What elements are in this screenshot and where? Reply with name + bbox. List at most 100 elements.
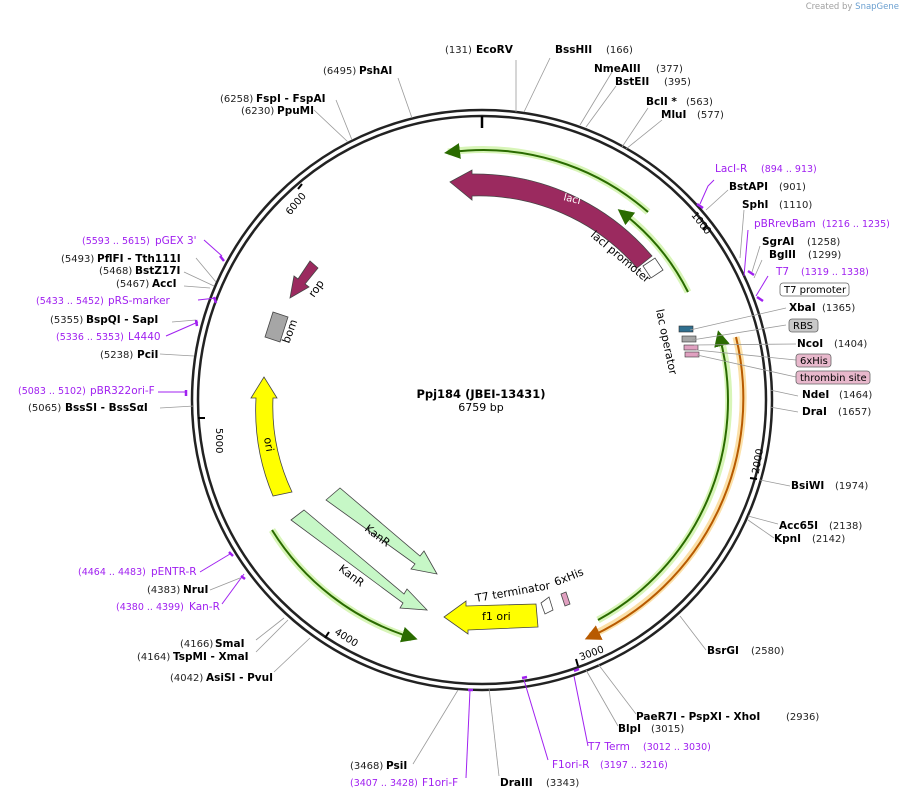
credit-prefix: Created by xyxy=(805,2,853,12)
enzyme-ndei: NdeI xyxy=(802,389,829,401)
primer-leaders xyxy=(158,179,769,779)
enzyme-pos-sgrai: (1258) xyxy=(807,237,840,248)
primer-t7: T7 xyxy=(775,266,789,278)
enzyme-fspi-fspai: FspI - FspAI xyxy=(256,93,326,105)
box-label-thrombin-site: thrombin site xyxy=(800,373,867,384)
feature-lacI xyxy=(449,169,653,269)
primer-range-kan-r: (4380 .. 4399) xyxy=(116,602,184,613)
enzyme-bcli: BclI * xyxy=(646,96,677,108)
enzyme-bstapi: BstAPI xyxy=(729,181,768,193)
enzyme-kpni: KpnI xyxy=(774,533,801,545)
orf-arc-4-glow xyxy=(588,336,747,640)
tick-label-2000: 2000 xyxy=(751,448,766,475)
enzyme-pos-bsrgi: (2580) xyxy=(751,646,784,657)
feature-t7-terminator xyxy=(540,596,554,615)
primer-range-t7-term: (3012 .. 3030) xyxy=(643,742,711,753)
primer-range-t7: (1319 .. 1338) xyxy=(801,267,869,278)
primer-range-f1ori-f: (3407 .. 3428) xyxy=(350,778,418,789)
feature-label-lacI: lacI xyxy=(562,192,582,207)
feature-label-lac-operator: lac operator xyxy=(653,308,680,376)
box-t7-promoter xyxy=(779,282,850,297)
enzyme-labels: (131) EcoRV BssHII (166) NmeAIII (377) B… xyxy=(28,44,872,789)
enzyme-pos-bsteii: (395) xyxy=(664,77,691,88)
tick-label-3000: 3000 xyxy=(578,644,606,663)
enzyme-xbai: XbaI xyxy=(789,302,816,314)
primer-range-l4440: (5336 .. 5353) xyxy=(56,332,124,343)
enzyme-pos-acc65i: (2138) xyxy=(829,521,862,532)
primer-pgex-3: pGEX 3' xyxy=(155,235,197,247)
primer-marks xyxy=(184,202,764,692)
orf-arc-lacI xyxy=(444,143,649,213)
enzyme-drai: DraI xyxy=(802,406,827,418)
enzyme-pcii: PciI xyxy=(137,349,158,361)
primer-range-pentr-r: (4464 .. 4483) xyxy=(78,567,146,578)
enzyme-psii: PsiI xyxy=(386,760,407,772)
enzyme-pos-psii: (3468) xyxy=(350,761,383,772)
enzyme-bsshii: BssHII xyxy=(555,44,592,56)
enzyme-pos-ecorv: (131) xyxy=(445,45,472,56)
enzyme-pos-bglii: (1299) xyxy=(808,250,841,261)
snapgene-credit: Created by SnapGene xyxy=(806,2,899,12)
enzyme-blpi: BlpI xyxy=(618,723,641,735)
feature-f1-ori xyxy=(443,600,539,635)
enzyme-pos-paer7i-pspxi-xhoi: (2936) xyxy=(786,712,819,723)
leader-lines xyxy=(159,57,799,777)
orf-arc-5 xyxy=(271,529,418,643)
primer-f1ori-f: F1ori-F xyxy=(422,777,458,789)
enzyme-pos-ncoi: (1404) xyxy=(834,339,867,350)
enzyme-pos-sphi: (1110) xyxy=(779,200,812,211)
enzyme-pflfi-tth111i: PflFI - Tth111I xyxy=(97,253,181,265)
snapgene-logo: SnapGene xyxy=(855,2,899,12)
primer-pbrrevbam: pBRrevBam xyxy=(754,218,816,230)
tick-3000 xyxy=(575,658,579,667)
enzyme-pos-nmeaiii: (377) xyxy=(656,64,683,75)
tick-label-6000: 6000 xyxy=(284,191,309,218)
enzyme-sgrai: SgrAI xyxy=(762,236,794,248)
primer-range-pbrrevbam: (1216 .. 1235) xyxy=(822,219,890,230)
enzyme-pos-ndei: (1464) xyxy=(839,390,872,401)
enzyme-pos-kpni: (2142) xyxy=(812,534,845,545)
enzyme-ncoi: NcoI xyxy=(797,338,823,350)
enzyme-pos-fspi-fspai: (6258) xyxy=(220,94,253,105)
enzyme-pos-blpi: (3015) xyxy=(651,724,684,735)
primer-kan-r: Kan-R xyxy=(189,601,220,613)
tick-label-5000: 5000 xyxy=(213,428,224,453)
box-6xhis xyxy=(795,353,832,368)
feature-6xHis xyxy=(560,591,571,607)
orf-arcs xyxy=(269,143,747,643)
primer-labels: LacI-R (894 .. 913) pBRrevBam (1216 .. 1… xyxy=(18,163,890,789)
enzyme-pos-pcii: (5238) xyxy=(100,350,133,361)
enzyme-smai: SmaI xyxy=(215,638,245,650)
orf-arc-2 xyxy=(617,209,689,293)
boxed-labels: T7 promoter RBS 6xHis thrombin site xyxy=(779,282,871,385)
feature-label-rop: rop xyxy=(306,278,327,300)
enzyme-pos-pflfi-tth111i: (5493) xyxy=(61,254,94,265)
enzyme-acci: AccI xyxy=(152,278,176,290)
enzyme-pos-tspmi-xmai: (4164) xyxy=(137,652,170,663)
feature-bom xyxy=(264,311,289,343)
tick-6000 xyxy=(297,183,303,190)
enzyme-pos-mlui: (577) xyxy=(697,110,724,121)
orf-arc-3 xyxy=(597,330,730,621)
box-label-t7-promoter: T7 promoter xyxy=(783,285,847,296)
tick-1000 xyxy=(702,224,708,231)
feature-thrombin-box xyxy=(684,351,700,358)
primer-f1ori-r: F1ori-R xyxy=(552,759,589,771)
enzyme-pos-ppumi: (6230) xyxy=(241,106,274,117)
enzyme-bstz17i: BstZ17I xyxy=(135,265,180,277)
feature-rbs-box xyxy=(681,335,697,343)
enzyme-pos-bsshii: (166) xyxy=(606,45,633,56)
enzyme-bspqi-sapi: BspQI - SapI xyxy=(86,314,158,326)
primer-laci-r: LacI-R xyxy=(715,163,747,175)
enzyme-pos-xbai: (1365) xyxy=(822,303,855,314)
enzyme-acc65i: Acc65I xyxy=(779,520,818,532)
feature-kanR-1 xyxy=(325,487,438,575)
primer-range-prs-marker: (5433 .. 5452) xyxy=(36,296,104,307)
enzyme-bsiwi: BsiWI xyxy=(791,480,824,492)
enzyme-asisi-pvui: AsiSI - PvuI xyxy=(206,672,273,684)
enzyme-paer7i-pspxi-xhoi: PaeR7I - PspXI - XhoI xyxy=(636,711,760,723)
enzyme-sphi: SphI xyxy=(742,199,768,211)
primer-pentr-r: pENTR-R xyxy=(151,566,197,578)
enzyme-pos-nrui: (4383) xyxy=(147,585,180,596)
plasmid-length: 6759 bp xyxy=(458,401,503,414)
